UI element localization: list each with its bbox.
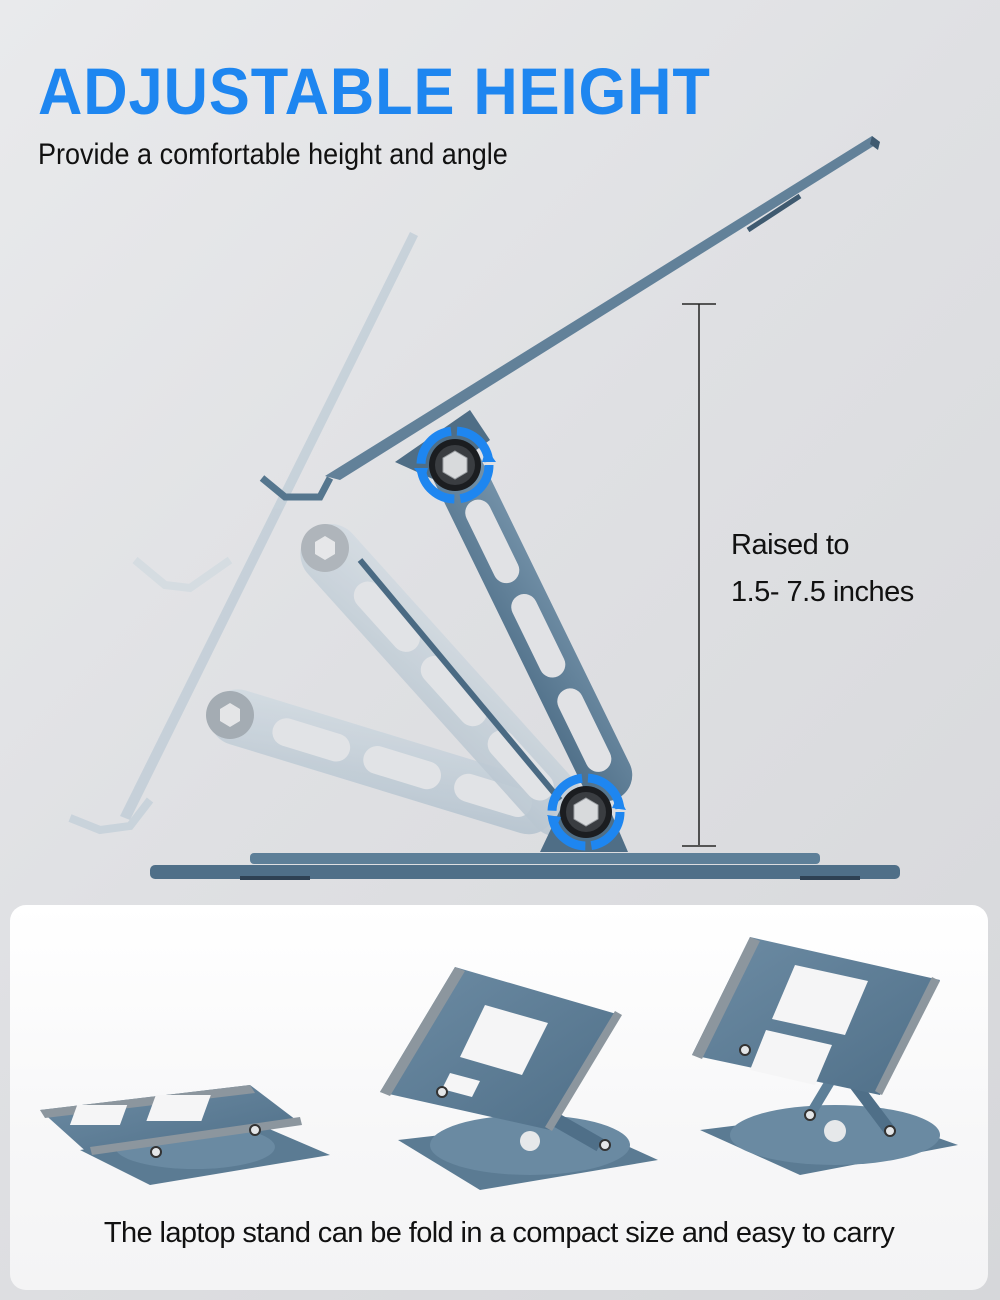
- stand-side-illustration: [68, 136, 900, 880]
- hex-bolt-icon: [573, 797, 599, 827]
- page-title: ADJUSTABLE HEIGHT: [38, 54, 711, 128]
- compact-size-card: The laptop stand can be fold in a compac…: [10, 905, 988, 1290]
- stand-folded: [40, 1085, 330, 1185]
- height-range-label: Raised to 1.5- 7.5 inches: [731, 522, 914, 616]
- rotate-arrows-icon: [612, 795, 626, 810]
- stand-fully-raised: [692, 937, 958, 1175]
- folding-stages-illustration: [40, 937, 958, 1190]
- compact-caption: The laptop stand can be fold in a compac…: [103, 1217, 895, 1249]
- top-pivot: [414, 426, 496, 504]
- height-measure-line: [682, 303, 716, 847]
- rotate-arrows-icon: [482, 448, 496, 462]
- page-subtitle: Provide a comfortable height and angle: [38, 138, 508, 171]
- stand-half-raised: [380, 967, 658, 1190]
- stand-tray: [259, 136, 880, 501]
- hex-bolt-icon: [442, 450, 468, 480]
- stand-base: [150, 853, 900, 880]
- height-label-line2: 1.5- 7.5 inches: [731, 576, 914, 608]
- height-label-line1: Raised to: [731, 529, 850, 561]
- bottom-pivot: [540, 773, 628, 852]
- ghost-stand-low: [68, 232, 588, 837]
- stand-arm: [357, 440, 633, 802]
